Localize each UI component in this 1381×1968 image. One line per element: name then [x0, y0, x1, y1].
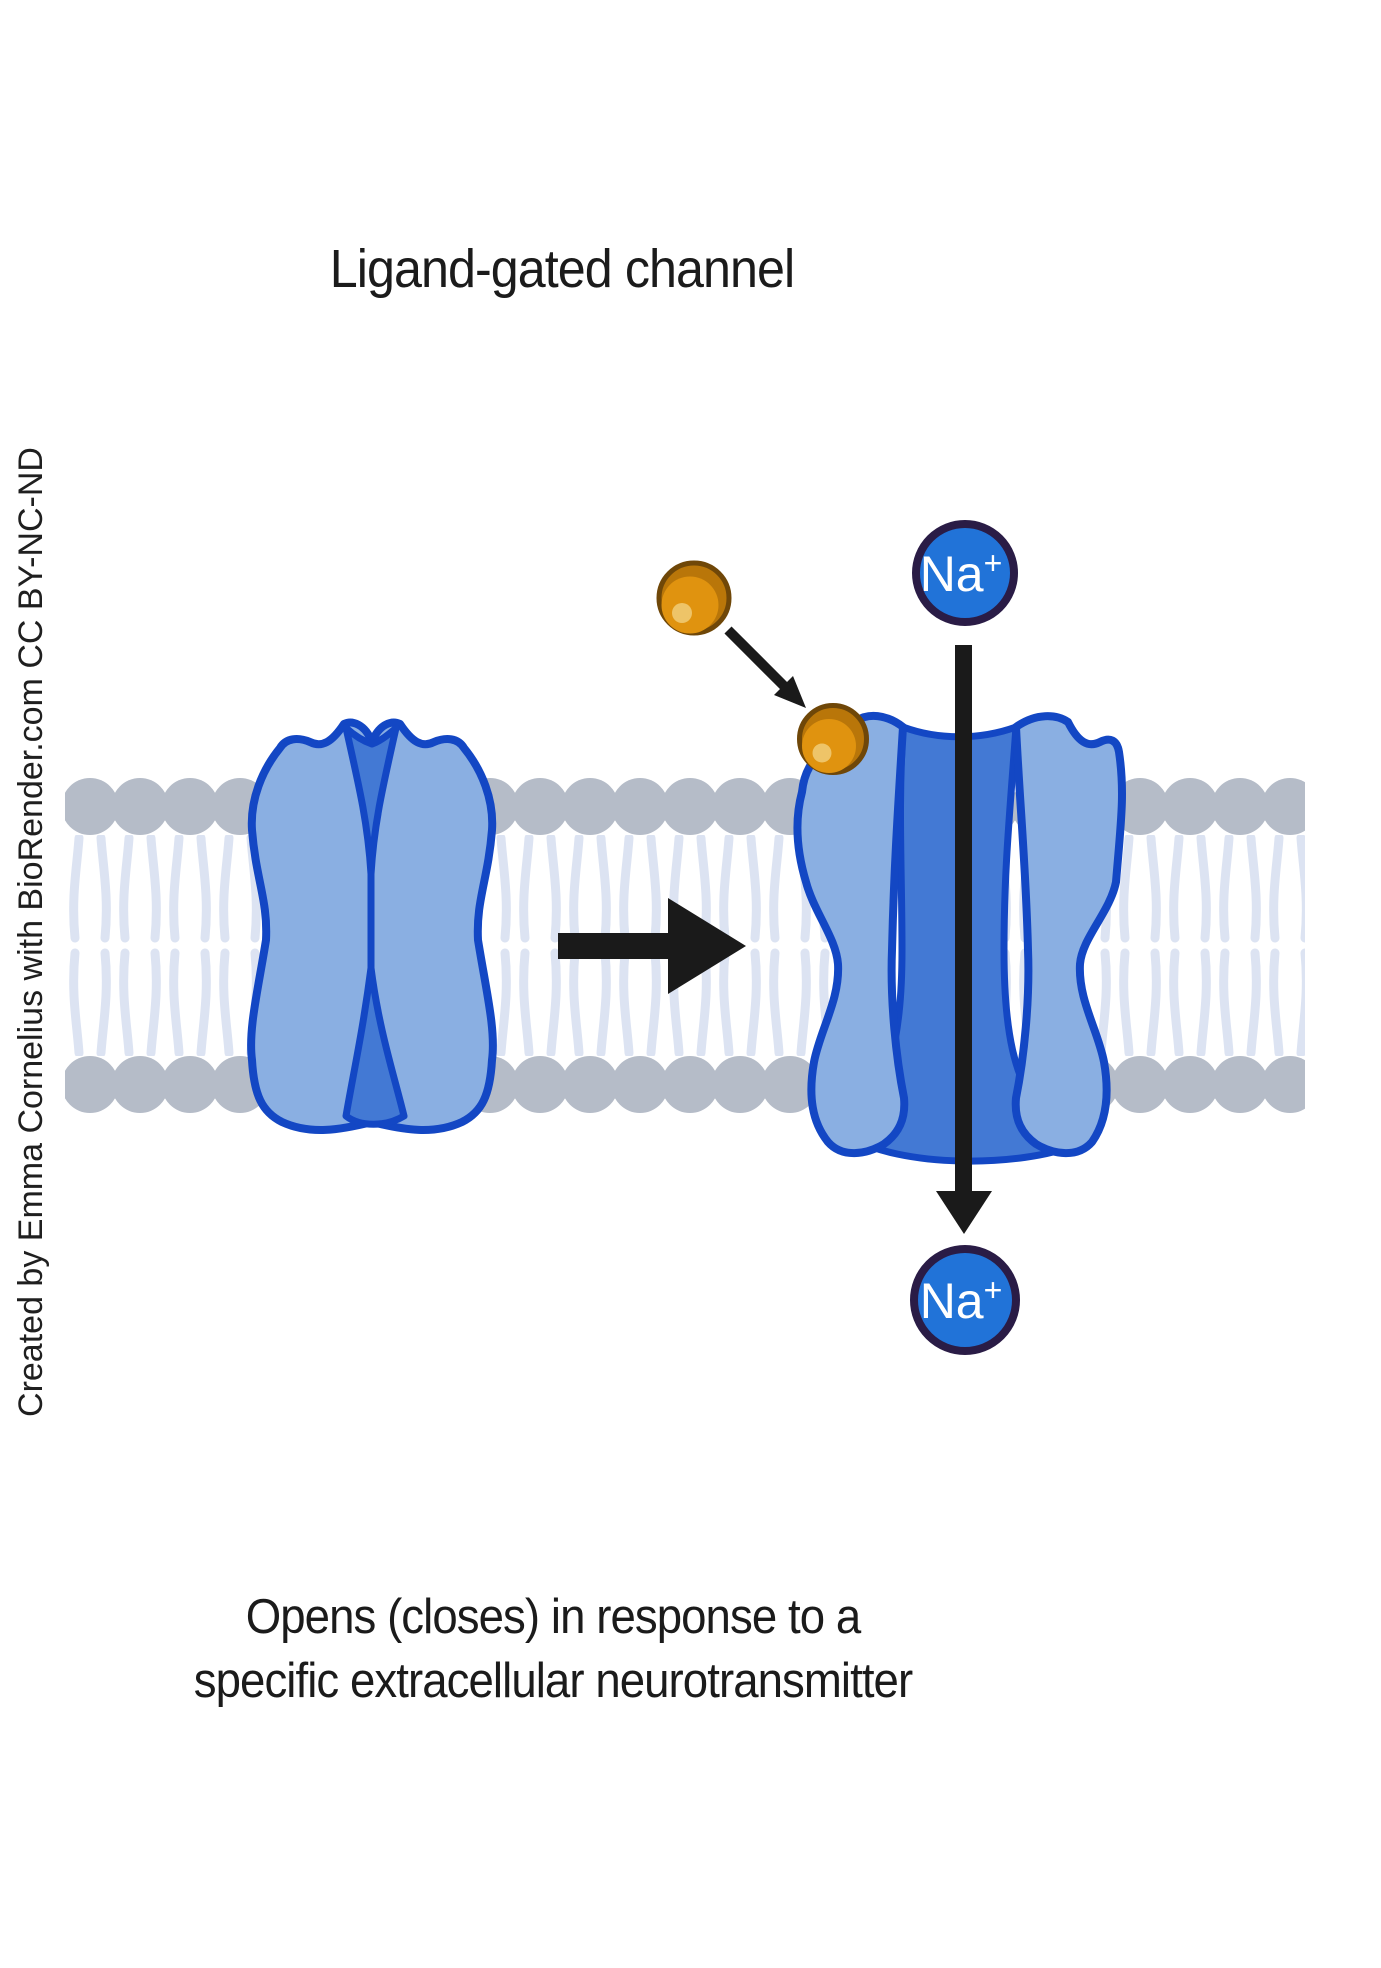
- state-transition-arrow: [558, 898, 746, 994]
- sodium-ion-intracellular: Na+: [910, 1245, 1020, 1355]
- neurotransmitter-ligand-bound: [797, 703, 869, 775]
- open-channel-right-subunit: [1011, 712, 1126, 1158]
- sodium-ion-flow-arrow: [936, 645, 992, 1234]
- closed-channel-pore-bottom: [342, 964, 408, 1128]
- diagram-title: Ligand-gated channel: [329, 239, 795, 299]
- neurotransmitter-ligand-free: [656, 560, 732, 636]
- closed-channel: [247, 718, 497, 1134]
- sodium-ion-label: Na+: [920, 1272, 1003, 1329]
- sodium-ion-extracellular: Na+: [912, 520, 1018, 626]
- ligand-binding-arrow: [724, 626, 806, 708]
- closed-channel-pore-top: [342, 724, 400, 878]
- caption-line-1: Opens (closes) in response to a: [245, 1590, 861, 1644]
- caption-line-2: specific extracellular neurotransmitter: [193, 1653, 913, 1708]
- sodium-ion-label: Na+: [920, 545, 1003, 602]
- diagram-caption: Opens (closes) in response to a specific…: [39, 1586, 1068, 1713]
- attribution-text: Created by Emma Cornelius with BioRender…: [12, 447, 50, 1417]
